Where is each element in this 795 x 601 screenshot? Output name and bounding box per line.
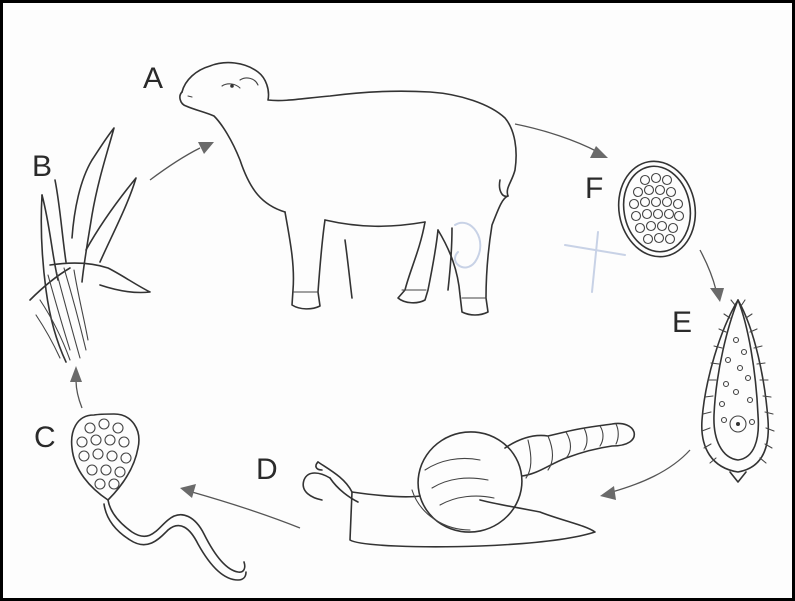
arrow-f-to-e	[700, 250, 716, 290]
arrow-a-to-f-head	[590, 146, 608, 158]
arrow-a-to-f	[515, 124, 598, 152]
label-a: A	[143, 64, 163, 94]
arrow-d-to-c	[192, 492, 300, 528]
arrow-c-to-b-head	[70, 366, 82, 382]
arrow-c-to-b	[76, 380, 82, 408]
cercaria-illustration	[72, 414, 246, 580]
arrow-b-to-a	[150, 148, 200, 180]
label-b: B	[32, 152, 52, 182]
miracidium-illustration	[702, 300, 774, 482]
cycle-arrows	[70, 124, 724, 528]
arrow-e-to-d-head	[600, 486, 616, 500]
egg-illustration	[611, 155, 703, 263]
label-e: E	[672, 308, 692, 338]
snail-illustration	[303, 422, 634, 546]
label-d: D	[256, 455, 278, 485]
sheep-illustration	[180, 63, 516, 315]
arrow-d-to-c-head	[180, 484, 196, 498]
arrow-f-to-e-head	[710, 288, 724, 302]
arrow-b-to-a-head	[198, 142, 214, 154]
background-marks	[455, 223, 625, 292]
arrow-e-to-d	[612, 450, 690, 492]
label-f: F	[585, 174, 603, 204]
label-c: C	[34, 423, 56, 453]
